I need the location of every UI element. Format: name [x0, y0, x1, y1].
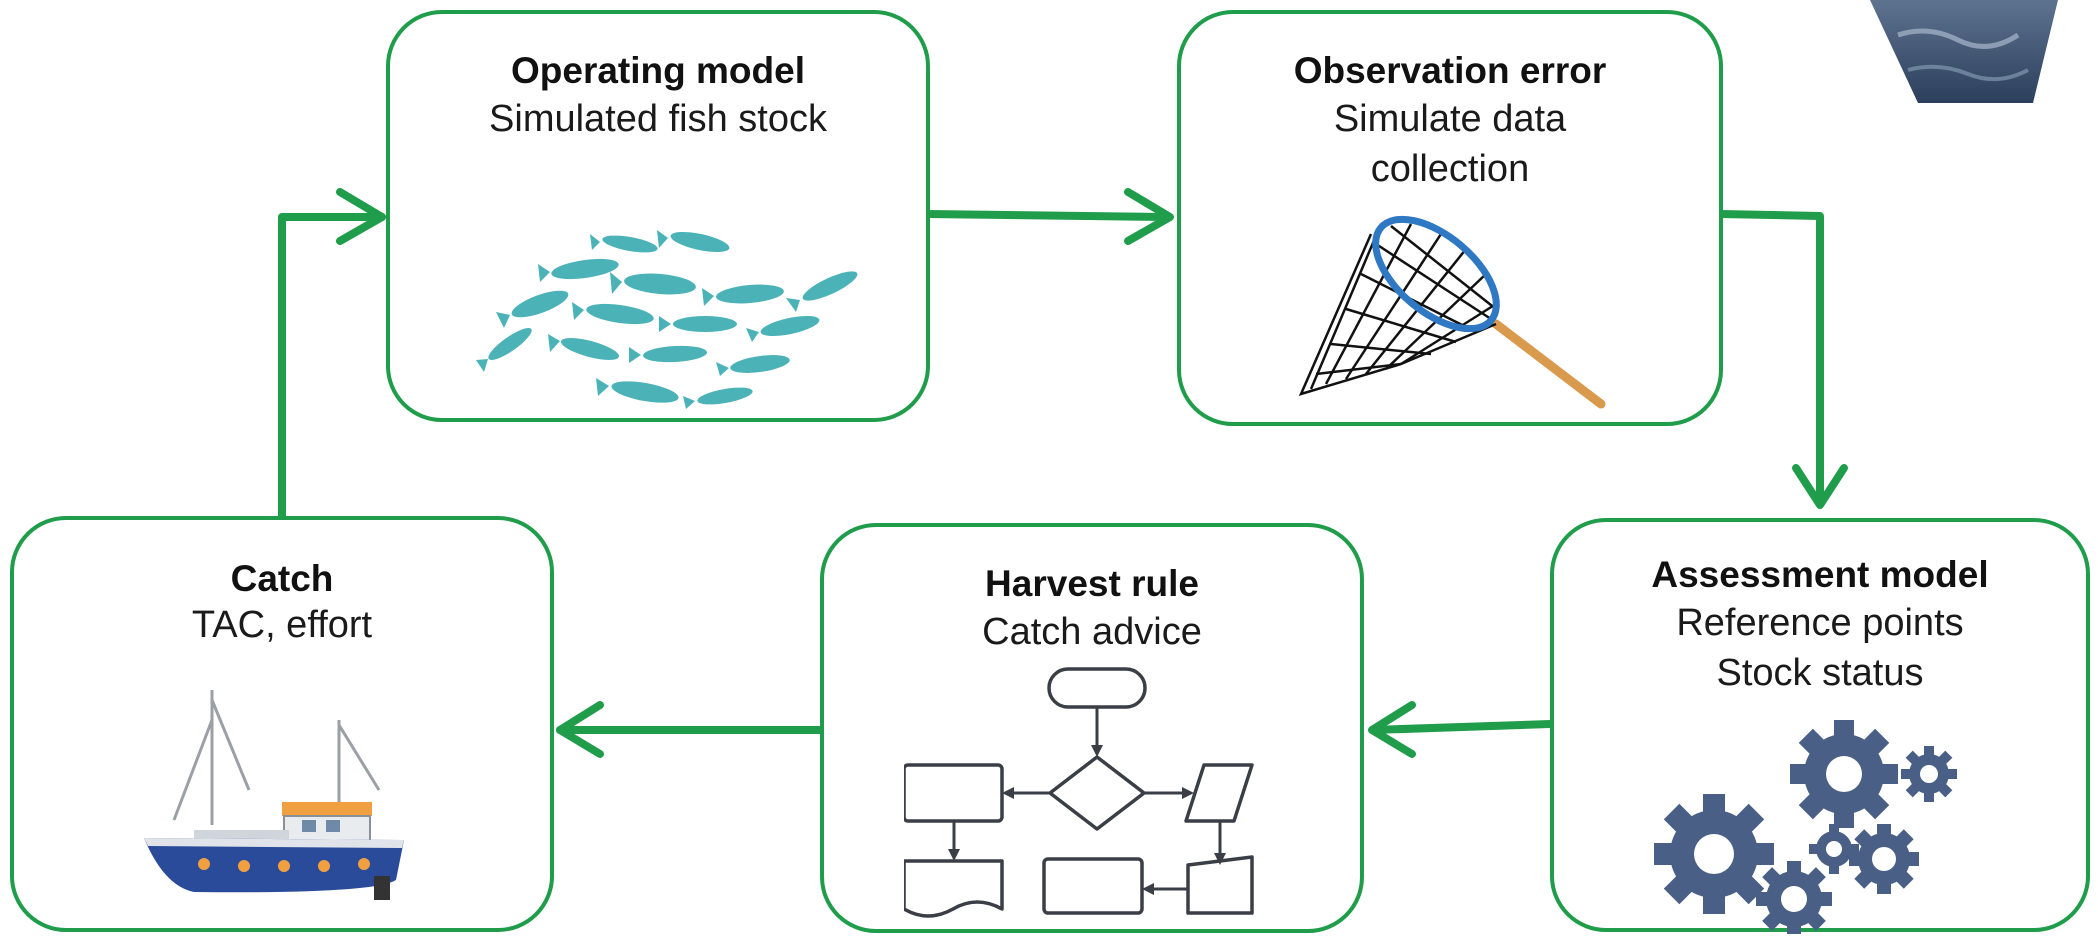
fishing-net-icon	[1298, 215, 1606, 409]
arrow-harvest-to-catch	[556, 701, 826, 758]
catch-box: Catch TAC, effort	[10, 516, 554, 932]
flowchart-icon	[904, 667, 1254, 918]
operating-model-subtitle: Simulated fish stock	[489, 98, 827, 140]
arrow-observation-to-assessment	[1716, 210, 1848, 509]
assessment-model-subtitle: Reference points Stock status	[1676, 602, 1964, 694]
corner-water-photo	[1870, 0, 2058, 103]
catch-subtitle: TAC, effort	[191, 604, 373, 646]
arrow-assessment-to-harvest	[1368, 701, 1554, 758]
harvest-rule-subtitle: Catch advice	[982, 611, 1202, 653]
operating-model-title: Operating model	[511, 50, 805, 91]
assessment-model-title: Assessment model	[1651, 554, 1989, 595]
catch-title: Catch	[230, 558, 334, 599]
gears-icon	[1654, 720, 1957, 934]
observation-error-box: Observation error Simulate data collecti…	[1177, 10, 1723, 426]
fishing-boat-icon	[144, 690, 404, 900]
arrow-catch-to-operating	[278, 188, 386, 520]
harvest-rule-box: Harvest rule Catch advice	[820, 523, 1364, 933]
observation-error-title: Observation error	[1293, 50, 1607, 91]
arrow-operating-to-observation	[923, 188, 1174, 245]
assessment-model-box: Assessment model Reference points Stock …	[1550, 518, 2090, 934]
operating-model-box: Operating model Simulated fish stock	[386, 10, 930, 422]
harvest-rule-title: Harvest rule	[985, 563, 1199, 604]
fish-school-icon	[476, 230, 858, 409]
observation-error-subtitle: Simulate data collection	[1333, 98, 1567, 190]
